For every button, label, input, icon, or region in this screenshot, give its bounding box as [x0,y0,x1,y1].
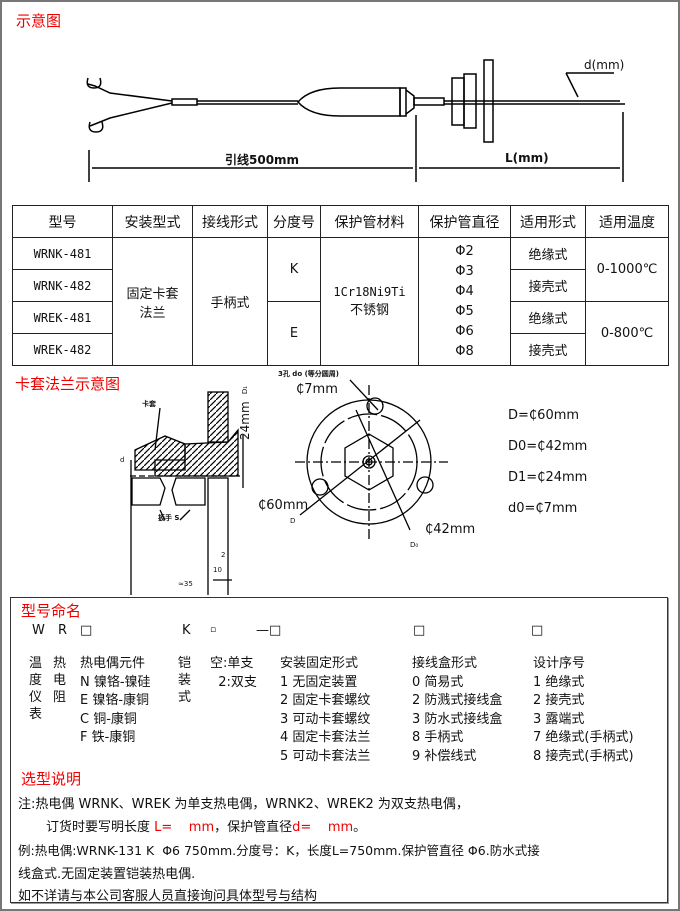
temp-cell: 0-1000℃ [585,237,669,302]
diameter-field: d= mm [292,820,354,835]
header-diameter: 保护管直径 [418,205,511,238]
section-title-flange: 卡套法兰示意图 [15,375,121,393]
note-text: 。 [353,820,367,835]
spec-D1: D1=₵24mm [508,470,588,485]
form-cell: 接壳式 [510,333,586,366]
diameter-value: Φ3 [455,263,474,279]
D-label: D [290,517,296,525]
note-line-1: 注:热电偶 WRNK、WREK 为单支热电偶，WRNK2、WREK2 为双支热电… [18,797,469,812]
length-field: L= mm [154,820,215,835]
D0-label: D₀ [410,541,419,549]
spec-D: D=₵60mm [508,408,580,423]
header-form: 适用形式 [510,205,586,238]
clamp-label: 卡套 [142,400,156,408]
holes-label: 3孔 do (等分圆周) [278,370,339,378]
section-title-diagram: 示意图 [16,12,62,30]
material-name: 不锈钢 [349,303,389,318]
col-junction-box: 接线盒形式 0 简易式 2 防溅式接线盒 3 防水式接线盒 8 手柄式 9 补偿… [412,656,503,764]
dim-35: ≈35 [178,580,193,588]
model-cell: WRNK-482 [12,269,113,302]
spec-D0: D0=₵42mm [508,439,588,454]
code-dash-box: —□ [256,623,282,638]
contact-line: 如不详请与本公司客服人员直接询问具体型号与结构 [18,889,318,904]
d-label: d [120,456,125,464]
flange-drawing [130,379,448,595]
note-text: ，保护管直径 [214,820,293,835]
col-branch: 空:单支 2:双支 [210,656,257,690]
header-grade: 分度号 [267,205,321,238]
model-cell: WREK-481 [12,301,113,334]
hole-diameter: ₵7mm [296,382,338,397]
section-title-selection: 选型说明 [21,770,82,788]
height-24mm: 24mm [238,401,252,440]
material-code: 1Cr18Ni9Ti [333,285,406,299]
header-wiring: 接线形式 [192,205,268,238]
diameter-value: Φ5 [455,303,474,319]
col-install: 安装固定形式 1 无固定装置 2 固定卡套螺纹 3 可动卡套螺纹 4 固定卡套法… [280,656,371,764]
dim-2: 2 [221,551,226,559]
code-box: □ [80,623,93,638]
note-line-2: 订货时要写明长度 L= mm，保护管直径d= mm。 [46,816,366,835]
code-box-small: ▫ [210,625,217,635]
code-K: K [182,623,191,638]
naming-box [10,597,668,903]
wiring-cell: 手柄式 [192,237,268,366]
grade-cell: K [267,237,321,302]
col-temp-instrument: 温 度 仪 表 [29,656,43,722]
wrench-label: 扳手 S [158,514,180,522]
dim-10: 10 [213,566,222,574]
material-cell: 1Cr18Ni9Ti 不锈钢 [320,237,419,366]
form-cell: 接壳式 [510,269,586,302]
model-cell: WREK-482 [12,333,113,366]
col-armored: 铠 装 式 [178,656,192,705]
col-element: 热电偶元件 N 镍铬-镍硅 E 镍铬-康铜 C 铜-康铜 F 铁-康铜 [80,656,151,745]
model-cell: WRNK-481 [12,237,113,270]
thermocouple-drawing [86,59,625,182]
form-cell: 绝缘式 [510,301,586,334]
header-install: 安装型式 [112,205,193,238]
lead-length-label: 引线500mm [225,153,300,167]
length-label: L(mm) [505,151,549,165]
diameter-value: Φ4 [455,283,474,299]
col-thermal-resistor: 热 电 阻 [53,656,67,705]
example-line-1: 例:热电偶:WRNK-131 K Φ6 750mm.分度号：K，长度L=750m… [18,843,540,858]
code-R: R [58,623,68,638]
col-design: 设计序号 1 绝缘式 2 接壳式 3 露端式 7 绝缘式(手柄式) 8 接壳式(… [533,656,634,764]
header-temp: 适用温度 [585,205,669,238]
outer-diameter: ₵60mm [258,498,309,513]
install-cell: 固定卡套法兰 [112,237,193,366]
note-text: 订货时要写明长度 [46,820,155,835]
example-line-2: 线盒式.无固定装置铠装热电偶. [18,867,196,882]
d1-label: D₁ [241,385,250,395]
grade-cell: E [267,301,321,366]
header-model: 型号 [12,205,113,238]
form-cell: 绝缘式 [510,237,586,270]
code-box: □ [531,623,544,638]
section-title-naming: 型号命名 [21,602,82,620]
diameter-value: Φ2 [455,243,474,259]
code-W: W [32,623,45,638]
header-material: 保护管材料 [320,205,419,238]
temp-cell: 0-800℃ [585,301,669,366]
diameter-value: Φ8 [455,343,474,359]
diameter-value: Φ6 [455,323,474,339]
spec-table: 型号 安装型式 接线形式 分度号 保护管材料 保护管直径 适用形式 适用温度 W… [12,205,669,366]
spec-d0: d0=₵7mm [508,501,578,516]
code-box: □ [413,623,426,638]
diameter-label: d(mm) [584,58,625,72]
pitch-diameter: ₵42mm [425,522,476,537]
